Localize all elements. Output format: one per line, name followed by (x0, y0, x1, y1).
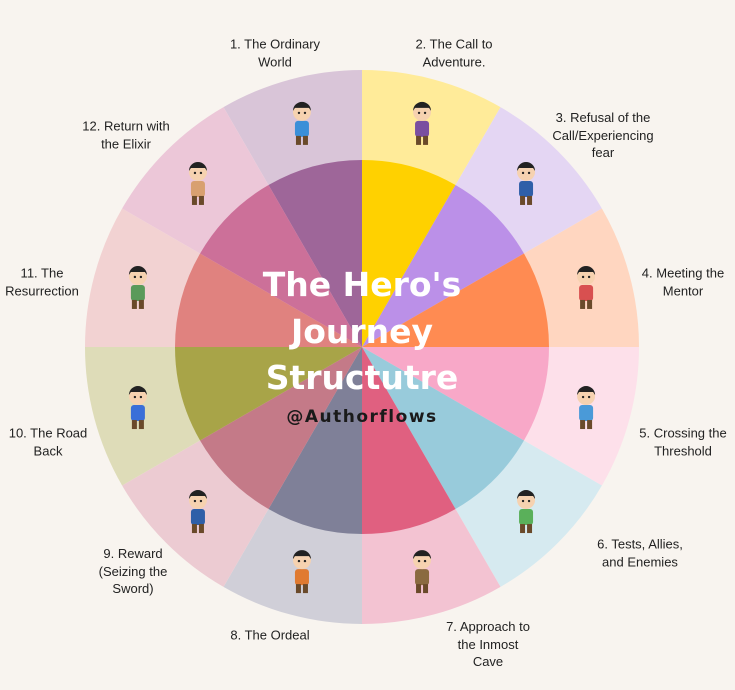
inner-segment-5 (362, 347, 549, 441)
label-line: Resurrection (5, 283, 79, 298)
label-line: fear (591, 144, 615, 160)
label-line: 6. Tests, Allies, (597, 536, 683, 552)
label-line: World (258, 54, 292, 69)
label-line: 12. Return with (82, 118, 170, 134)
inner-segment-11 (175, 253, 362, 347)
inner-segment-12 (200, 185, 362, 347)
label-line: 1. The Ordinary (229, 36, 321, 52)
crowd-icon (517, 490, 536, 534)
label-line: 8. The Ordeal (230, 627, 310, 643)
label-line: 9. Reward (103, 545, 163, 561)
label-line: 7. Approach to (446, 618, 530, 634)
label-line: 4. Meeting the (641, 265, 725, 281)
label-line: 11. The (20, 265, 64, 281)
strong-man-icon (188, 161, 207, 205)
label-line: Threshold (654, 443, 712, 458)
struggling-man-icon (292, 550, 311, 594)
label-tests-allies-enemies: 6. Tests, Allies, and Enemies (597, 536, 683, 571)
label-line: (Seizing the (98, 563, 168, 579)
label-line: 10. The Road (8, 425, 88, 441)
rescue-icon (128, 265, 147, 309)
label-line: 2. The Call to (415, 36, 493, 52)
scared-group-icon (517, 161, 536, 205)
hero-sword-icon (188, 490, 207, 534)
inner-segment-4 (362, 253, 549, 347)
standing-boy-icon (292, 101, 311, 145)
label-return-elixir: 12. Return with the Elixir (82, 118, 169, 153)
climbing-man-icon (577, 386, 596, 430)
label-line: the Inmost (457, 636, 519, 652)
author-handle: @Authorflows (286, 407, 438, 427)
label-line: 5. Crossing the (639, 425, 727, 441)
shouting-people-icon (413, 101, 432, 145)
inner-segment-10 (175, 347, 362, 441)
title-line-1: The Hero's (262, 265, 462, 304)
label-line: and Enemies (602, 554, 678, 569)
label-line: Mentor (662, 283, 704, 298)
label-call-to-adventure: 2. The Call to Adventure. (415, 36, 492, 71)
title-line-3: Structutre (265, 358, 459, 397)
inner-segment-1 (268, 160, 362, 347)
inner-segment-2 (362, 160, 456, 347)
inner-segment-7 (362, 347, 456, 535)
title-line-2: Journey (290, 312, 434, 351)
label-line: Back (33, 443, 63, 458)
label-line: Adventure. (422, 54, 486, 69)
label-line: 3. Refusal of the (555, 109, 651, 125)
mentor-pair-icon (577, 265, 596, 309)
inner-segment-6 (362, 347, 524, 509)
label-line: Call/Experiencing (552, 127, 654, 143)
raft-icon (413, 550, 432, 594)
inner-segment-9 (200, 347, 362, 509)
running-man-icon (128, 386, 147, 430)
label-ordeal: 8. The Ordeal (230, 626, 309, 644)
inner-segment-3 (362, 185, 524, 347)
inner-segment-8 (268, 347, 362, 534)
label-line: Sword) (112, 580, 154, 596)
label-line: the Elixir (101, 136, 151, 151)
label-line: Cave (472, 653, 504, 669)
